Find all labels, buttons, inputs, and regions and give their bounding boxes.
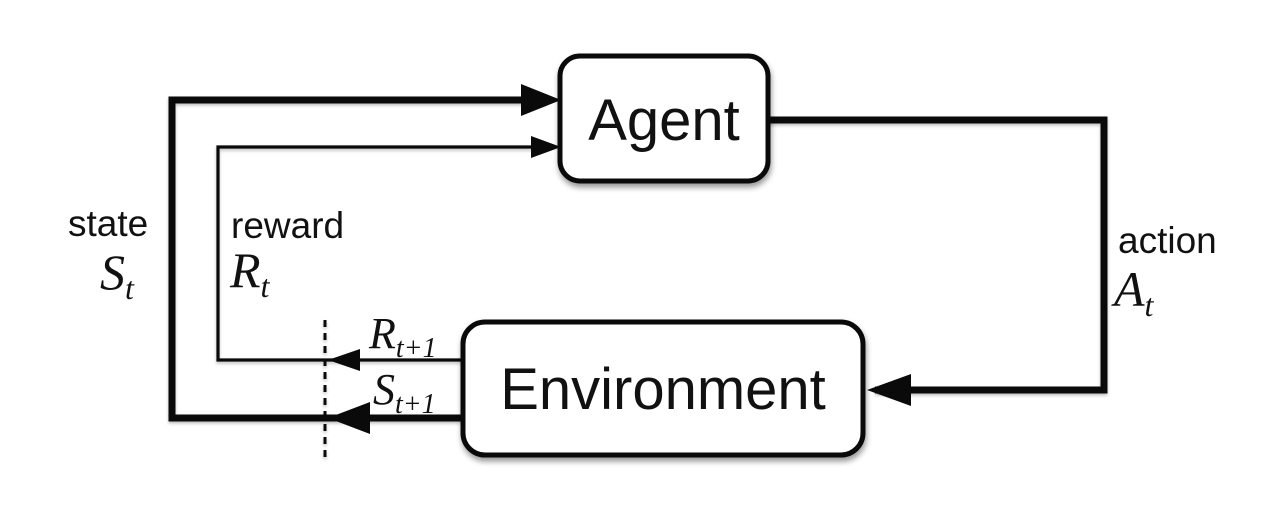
- reward-symbol: Rt: [229, 242, 271, 304]
- state-symbol-sub: t: [125, 270, 135, 306]
- state-symbol-main: S: [100, 244, 125, 300]
- reward-word-label: reward: [231, 205, 344, 246]
- reward-to-agent-arrowhead: [531, 136, 561, 158]
- action-symbol-main: A: [1111, 261, 1145, 317]
- next-state-arrowhead: [328, 402, 370, 434]
- edge-labels: state St reward Rt action At Rt+1 St+1: [68, 203, 1217, 420]
- next-reward-symbol: Rt+1: [368, 309, 437, 364]
- state-edge: [168, 96, 546, 422]
- state-to-agent-arrowhead: [521, 84, 561, 116]
- next-state-symbol-sub: t+1: [395, 389, 436, 420]
- action-symbol: At: [1111, 261, 1155, 323]
- reward-symbol-main: R: [229, 242, 261, 298]
- next-state-symbol-main: S: [373, 365, 395, 414]
- reward-symbol-sub: t: [261, 268, 271, 304]
- environment-node: [460, 319, 866, 458]
- state-symbol: St: [100, 244, 135, 306]
- arrowheads: [328, 84, 911, 434]
- action-word-label: action: [1118, 220, 1217, 261]
- next-reward-arrowhead: [328, 349, 360, 371]
- next-reward-symbol-main: R: [368, 309, 396, 358]
- action-to-environment-arrowhead: [867, 374, 911, 406]
- next-reward-symbol-sub: t+1: [396, 333, 437, 364]
- next-state-symbol: St+1: [373, 365, 436, 420]
- agent-node: [557, 53, 771, 184]
- nodes: [460, 53, 866, 458]
- environment-label: Environment: [500, 357, 826, 422]
- node-labels: Agent Environment: [500, 88, 826, 422]
- agent-label: Agent: [588, 88, 740, 153]
- action-symbol-sub: t: [1145, 287, 1155, 323]
- state-word-label: state: [68, 203, 148, 244]
- action-edge: [768, 116, 1108, 394]
